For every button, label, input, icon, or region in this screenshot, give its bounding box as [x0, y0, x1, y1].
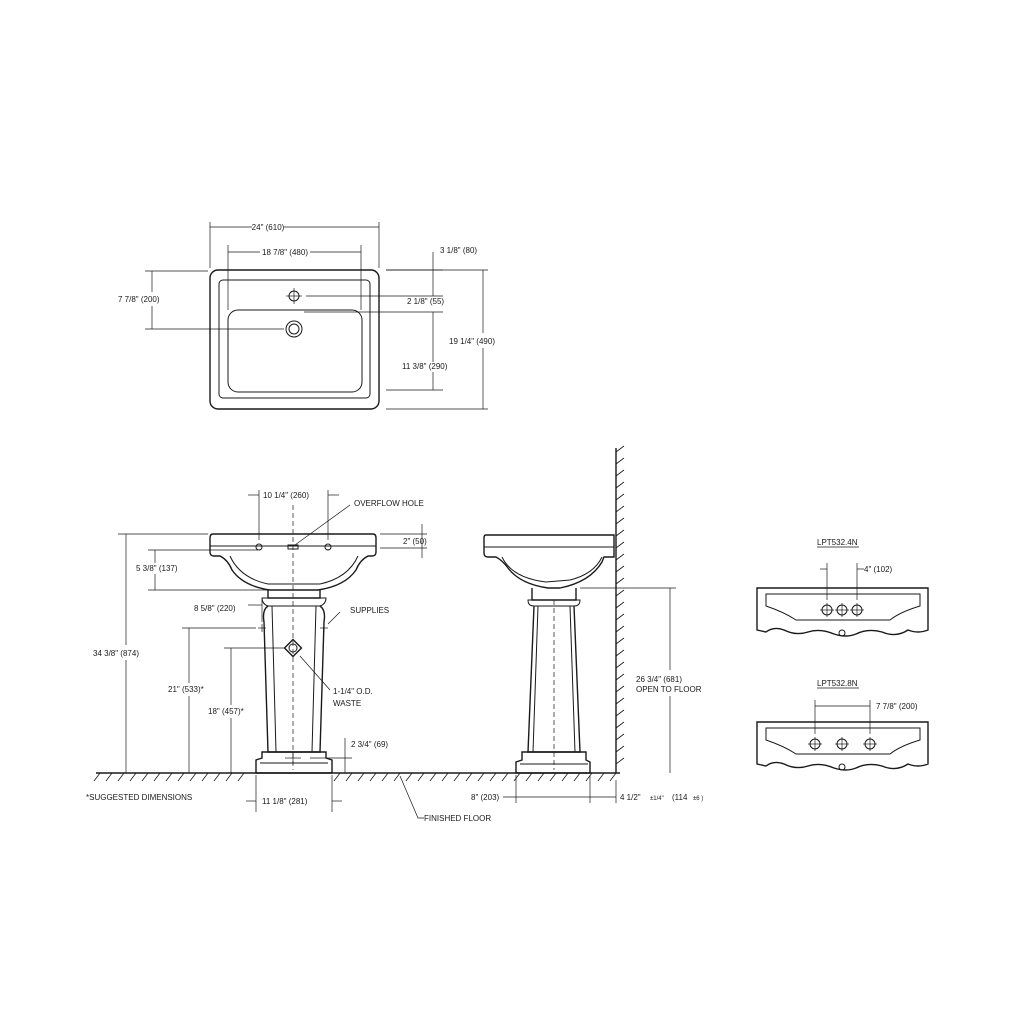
- side-view: 26 3/4" (681) OPEN TO FLOOR 8" (203) 4 1…: [471, 445, 703, 803]
- dim-base-depth: 8" (203): [471, 793, 500, 802]
- plan-basin-deck: [218, 279, 371, 399]
- label-supplies: SUPPLIES: [350, 606, 389, 615]
- variant-8in-model: LPT532.8N: [817, 679, 858, 688]
- dim-wall-gap: 4 1/2": [620, 793, 641, 802]
- front-faucet-holes: [255, 543, 332, 551]
- plan-bowl: [227, 309, 363, 393]
- dim-faucet-spread: 10 1/4" (260): [263, 491, 309, 500]
- variant-4in: LPT532.4N 4" (102): [756, 538, 929, 637]
- variant-8in-holes: [808, 737, 877, 751]
- floor-hatch: [93, 772, 617, 782]
- label-waste-line2: WASTE: [333, 699, 361, 708]
- dim-supplies-height: 21" (533)*: [168, 685, 204, 694]
- front-view: 10 1/4" (260) OVERFLOW HOLE 2" (50) 5 3/…: [86, 490, 620, 823]
- variant-8in: LPT532.8N 7 7/8" (200): [756, 679, 929, 771]
- front-supply-markers: [258, 624, 328, 632]
- dim-tolerance-mm: ±6 ): [693, 796, 703, 802]
- front-basin: [209, 533, 377, 591]
- dim-open-height-line1: 26 3/4" (681): [636, 675, 682, 684]
- dim-rim-thickness: 2" (50): [403, 537, 427, 546]
- dim-bolt-height: 2 3/4" (69): [351, 740, 388, 749]
- label-waste-line1: 1-1/4" O.D.: [333, 687, 373, 696]
- dim-drain-from-front: 11 3/8" (290): [402, 362, 448, 371]
- dim-width-bowl: 18 7/8" (480): [262, 248, 308, 257]
- dim-overall-height: 34 3/8" (874): [93, 649, 139, 658]
- dim-faucet-to-drain: 2 1/8" (55): [407, 297, 444, 306]
- plan-faucet-hole: [286, 288, 302, 304]
- side-basin: [483, 534, 615, 589]
- plan-drain: [285, 320, 303, 338]
- dim-drain-from-back: 7 7/8" (200): [118, 295, 160, 304]
- front-waste-icon: [283, 638, 303, 658]
- variant-4in-model: LPT532.4N: [817, 538, 858, 547]
- dim-base-width: 11 1/8" (281): [262, 797, 308, 806]
- dim-wall-gap-mm: (114: [672, 793, 688, 802]
- dim-faucet-from-back: 3 1/8" (80): [440, 246, 477, 255]
- plan-view: 24" (610) 18 7/8" (480) 3 1/8" (80) 2 1/…: [118, 222, 495, 410]
- variant-4in-spread: 4" (102): [864, 565, 893, 574]
- variant-8in-spread: 7 7/8" (200): [876, 702, 918, 711]
- dim-depth-overall: 19 1/4" (490): [449, 337, 495, 346]
- label-finished-floor: FINISHED FLOOR: [424, 814, 491, 823]
- note-suggested-dimensions: *SUGGESTED DIMENSIONS: [86, 793, 192, 802]
- dim-open-height-line2: OPEN TO FLOOR: [636, 685, 702, 694]
- variant-4in-holes: [820, 603, 864, 617]
- plan-basin-outline: [209, 269, 380, 410]
- dim-waste-height: 18" (457)*: [208, 707, 244, 716]
- dim-tolerance-in: ±1/4": [650, 796, 664, 802]
- wall-hatch: [615, 445, 625, 765]
- dim-bowl-depth: 5 3/8" (137): [136, 564, 178, 573]
- dim-width-overall: 24" (610): [252, 223, 285, 232]
- front-bolt-marker: [285, 752, 301, 764]
- dim-supplies-spread: 8 5/8" (220): [194, 604, 236, 613]
- label-overflow-hole: OVERFLOW HOLE: [354, 499, 424, 508]
